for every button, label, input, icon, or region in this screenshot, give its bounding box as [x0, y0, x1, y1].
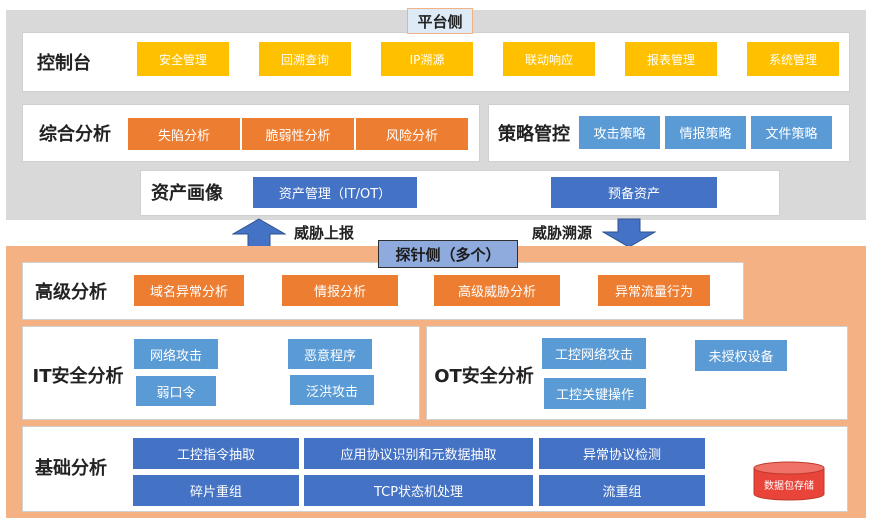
console-item-system-mgmt: 系统管理 — [747, 42, 839, 76]
console-item-linked-response: 联动响应 — [503, 42, 595, 76]
compromise-analysis-box: 失陷分析 — [128, 118, 240, 150]
up-arrow-icon — [232, 218, 286, 248]
database-icon — [753, 461, 825, 501]
threat-trace-label: 威胁溯源 — [532, 224, 593, 242]
down-arrow-icon — [602, 218, 656, 248]
abnormal-protocol-box: 异常协议检测 — [539, 438, 705, 469]
it-security-label: IT安全分析 — [32, 366, 124, 387]
console-item-security-mgmt: 安全管理 — [137, 42, 229, 76]
reserve-asset-box: 预备资产 — [551, 177, 717, 208]
risk-analysis-box: 风险分析 — [356, 118, 468, 150]
platform-title: 平台侧 — [407, 8, 473, 34]
apt-analysis-box: 高级威胁分析 — [434, 275, 560, 306]
intel-analysis-box: 情报分析 — [282, 275, 398, 306]
intel-policy-box: 情报策略 — [665, 116, 746, 149]
probe-title: 探针侧（多个） — [378, 240, 518, 268]
attack-policy-box: 攻击策略 — [579, 116, 660, 149]
fragment-reassembly-box: 碎片重组 — [133, 475, 299, 506]
protocol-metadata-box: 应用协议识别和元数据抽取 — [304, 438, 533, 469]
policy-control-label: 策略管控 — [498, 124, 570, 145]
console-item-report-mgmt: 报表管理 — [625, 42, 717, 76]
asset-profile-label: 资产画像 — [151, 183, 223, 204]
advanced-analysis-label: 高级分析 — [35, 282, 107, 303]
asset-mgmt-box: 资产管理（IT/OT） — [253, 177, 417, 208]
packet-storage-label: 数据包存储 — [764, 480, 814, 492]
unauthorized-device-box: 未授权设备 — [695, 340, 787, 371]
basic-analysis-label: 基础分析 — [35, 458, 107, 479]
ics-key-operation-box: 工控关键操作 — [544, 378, 646, 409]
console-item-backtrace-query: 回溯查询 — [259, 42, 351, 76]
stream-reassembly-box: 流重组 — [539, 475, 705, 506]
ot-security-label: OT安全分析 — [434, 366, 534, 387]
abnormal-traffic-box: 异常流量行为 — [598, 275, 710, 306]
comprehensive-analysis-label: 综合分析 — [39, 124, 111, 145]
console-label: 控制台 — [37, 53, 91, 74]
malware-box: 恶意程序 — [288, 339, 372, 369]
tcp-state-machine-box: TCP状态机处理 — [304, 475, 533, 506]
threat-report-label: 威胁上报 — [294, 224, 355, 242]
console-item-ip-trace: IP溯源 — [381, 42, 473, 76]
vulnerability-analysis-box: 脆弱性分析 — [242, 118, 354, 150]
weak-password-box: 弱口令 — [136, 376, 216, 406]
flood-attack-box: 泛洪攻击 — [290, 375, 374, 405]
network-attack-box: 网络攻击 — [134, 339, 218, 369]
domain-anomaly-box: 域名异常分析 — [134, 275, 244, 306]
ics-network-attack-box: 工控网络攻击 — [542, 338, 646, 369]
ics-command-extract-box: 工控指令抽取 — [133, 438, 299, 469]
file-policy-box: 文件策略 — [751, 116, 832, 149]
